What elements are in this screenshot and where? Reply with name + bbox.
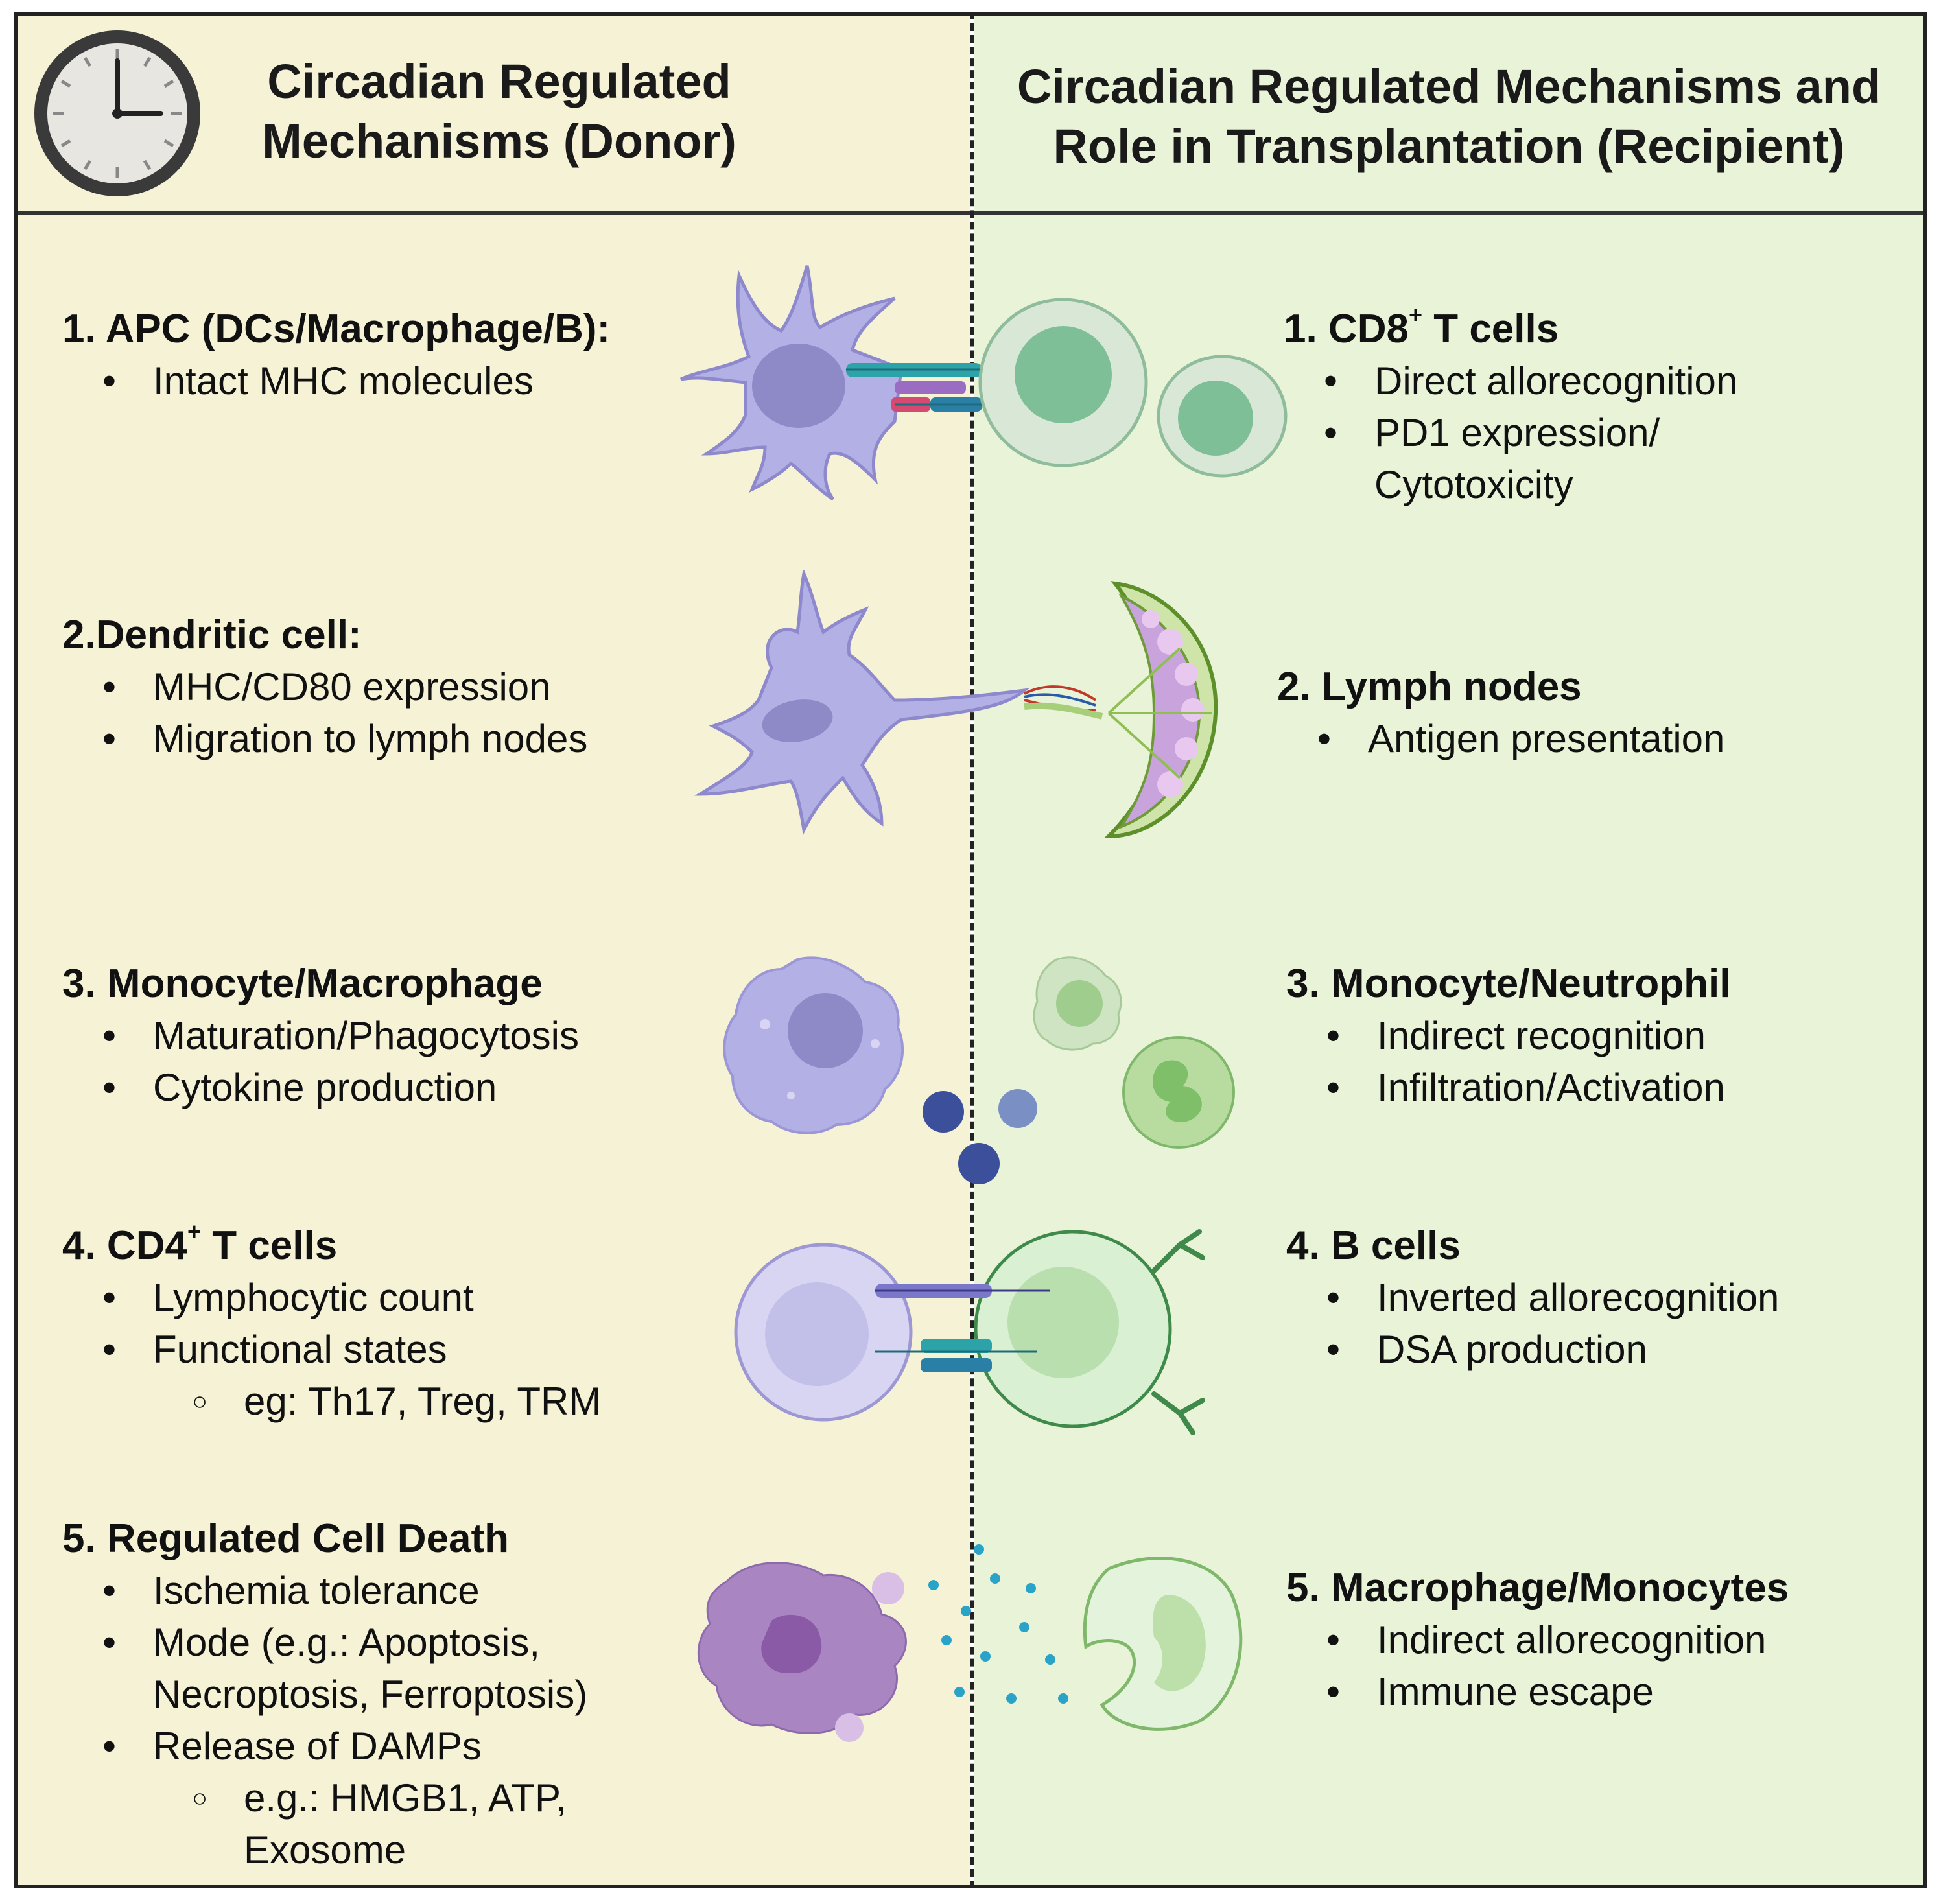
donor-item-apc: 1. APC (DCs/Macrophage/B): Intact MHC mo… bbox=[62, 303, 610, 407]
monocyte-green-icon bbox=[1033, 956, 1122, 1051]
bullet: Release of DAMPs bbox=[62, 1721, 587, 1772]
bullet: PD1 expression/ bbox=[1284, 407, 1737, 459]
recipient-item-lymph-nodes: 2. Lymph nodes Antigen presentation bbox=[1277, 661, 1724, 765]
sub-bullet: eg: Th17, Treg, TRM bbox=[62, 1376, 601, 1428]
bullet: Direct allorecognition bbox=[1284, 355, 1737, 407]
bullet-continuation: Necroptosis, Ferroptosis) bbox=[153, 1673, 588, 1716]
recipient-header: Circadian Regulated Mechanisms and Role … bbox=[1017, 60, 1881, 173]
dendritic-lymph-node-illustration bbox=[694, 570, 1218, 839]
dying-cell-icon bbox=[697, 1562, 907, 1742]
cd8-t-cell-small-icon bbox=[1157, 355, 1288, 478]
bullet: Infiltration/Activation bbox=[1286, 1062, 1730, 1114]
bullet: Indirect recognition bbox=[1286, 1010, 1730, 1062]
sub-bullet-continuation: Exosome bbox=[244, 1828, 406, 1872]
bullet: Antigen presentation bbox=[1277, 713, 1724, 765]
macrophage-icon bbox=[723, 956, 904, 1134]
bullet: Migration to lymph nodes bbox=[62, 713, 587, 765]
donor-item-cell-death: 5. Regulated Cell Death Ischemia toleran… bbox=[62, 1513, 587, 1876]
donor-item-dendritic: 2.Dendritic cell: MHC/CD80 expression Mi… bbox=[62, 609, 587, 765]
donor-recipient-divider bbox=[970, 12, 974, 1888]
bullet: Functional states bbox=[62, 1324, 601, 1376]
bullet: Lymphocytic count bbox=[62, 1272, 601, 1324]
bullet: Intact MHC molecules bbox=[62, 355, 610, 407]
mhc-tcr-complex-icon bbox=[846, 363, 1011, 412]
figure-frame bbox=[14, 12, 1927, 1888]
cd4-t-cell-icon bbox=[734, 1243, 913, 1422]
donor-item-monocyte: 3. Monocyte/Macrophage Maturation/Phagoc… bbox=[62, 958, 579, 1114]
bullet: Inverted allorecognition bbox=[1286, 1272, 1779, 1324]
bullet: Immune escape bbox=[1286, 1666, 1789, 1718]
tcr-mhc-complex-icon bbox=[875, 1284, 1050, 1372]
b-cell-icon bbox=[974, 1229, 1205, 1435]
bullet: MHC/CD80 expression bbox=[62, 661, 587, 713]
neutrophil-icon bbox=[1122, 1036, 1235, 1149]
cell-death-damps-illustration bbox=[697, 1544, 1243, 1742]
cd4-bcell-interaction-illustration bbox=[734, 1229, 1205, 1435]
damp-particles-icon bbox=[928, 1544, 1068, 1704]
bullet: Indirect allorecognition bbox=[1286, 1614, 1789, 1666]
apc-cell-icon bbox=[680, 265, 903, 501]
recipient-item-b-cells: 4. B cells Inverted allorecognition DSA … bbox=[1286, 1220, 1779, 1376]
bullet-continuation: Cytotoxicity bbox=[1374, 463, 1573, 506]
clock-icon bbox=[34, 30, 200, 196]
donor-header: Circadian Regulated Mechanisms (Donor) bbox=[262, 54, 736, 168]
cytokine-icon bbox=[923, 1089, 1037, 1184]
recipient-item-macrophage-monocytes: 5. Macrophage/Monocytes Indirect allorec… bbox=[1286, 1562, 1789, 1718]
sub-bullet: e.g.: HMGB1, ATP, bbox=[62, 1772, 587, 1824]
bullet: Ischemia tolerance bbox=[62, 1565, 587, 1617]
recipient-item-monocyte-neutrophil: 3. Monocyte/Neutrophil Indirect recognit… bbox=[1286, 958, 1730, 1114]
apc-cd8-interaction-illustration bbox=[680, 265, 1288, 501]
donor-item-cd4: 4. CD4+ T cells Lymphocytic count Functi… bbox=[62, 1220, 601, 1428]
bullet: Mode (e.g.: Apoptosis, bbox=[62, 1617, 587, 1669]
dendritic-cell-icon bbox=[694, 570, 1030, 835]
bullet: DSA production bbox=[1286, 1324, 1779, 1376]
macrophage-engulfing-icon bbox=[1083, 1557, 1243, 1731]
monocyte-neutrophil-illustration bbox=[723, 956, 1235, 1184]
recipient-item-cd8: 1. CD8+ T cells Direct allorecognition P… bbox=[1284, 303, 1737, 511]
bullet: Maturation/Phagocytosis bbox=[62, 1010, 579, 1062]
lymph-node-icon bbox=[1024, 581, 1218, 839]
bullet: Cytokine production bbox=[62, 1062, 579, 1114]
cd8-t-cell-icon bbox=[978, 298, 1148, 467]
